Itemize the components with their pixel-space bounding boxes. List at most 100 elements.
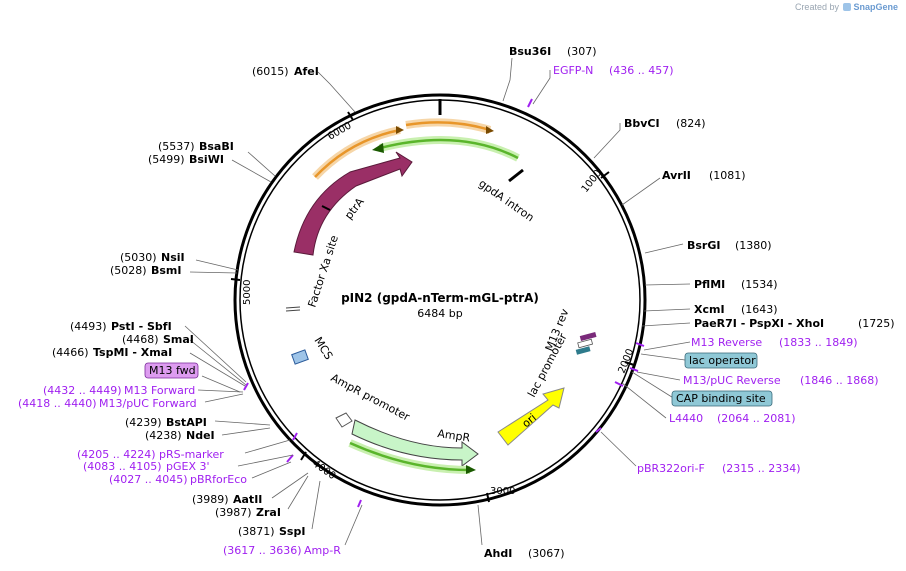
primer-mark-m13fwd bbox=[243, 382, 249, 391]
mcs-box bbox=[291, 349, 309, 365]
leader-xhoi bbox=[641, 322, 691, 327]
ptra-mark bbox=[321, 205, 331, 211]
site-xcmi-pos: (1643) bbox=[741, 303, 778, 316]
gpda-bar bbox=[508, 168, 524, 183]
primer-mark-pbr bbox=[595, 427, 602, 433]
primer-pbrforeco-range: (4027 .. 4045) bbox=[109, 473, 188, 486]
credit-prefix: Created by bbox=[794, 2, 839, 12]
site-bsu36i-pos: (307) bbox=[567, 45, 597, 58]
leader-bsabi bbox=[247, 151, 276, 177]
site-bsmi-name: BsmI bbox=[151, 264, 182, 277]
leader-afei bbox=[317, 71, 356, 113]
site-psti-name: PstI - SbfI bbox=[111, 320, 172, 333]
primer-ampr-name: Amp-R bbox=[304, 544, 341, 557]
site-bsmi-pos: (5028) bbox=[110, 264, 147, 277]
leader-bbvci bbox=[593, 123, 621, 159]
site-xhoi-name: PaeR7I - PspXI - XhoI bbox=[694, 317, 824, 330]
site-labels-left: (6015) AfeI (5537) BsaBI (5499) BsiWI (5… bbox=[52, 65, 319, 538]
leader-l4440 bbox=[621, 382, 667, 419]
leader-egfp bbox=[532, 70, 551, 105]
site-ahdi-name: AhdI bbox=[484, 547, 512, 560]
site-bsiwi-pos: (5499) bbox=[148, 153, 185, 166]
site-afei-name: AfeI bbox=[294, 65, 319, 78]
primer-mark-pgex bbox=[286, 454, 294, 463]
primer-mark-m13rev bbox=[635, 342, 645, 347]
leader-cap bbox=[631, 371, 676, 400]
site-bsrgi-pos: (1380) bbox=[735, 239, 772, 252]
primer-mark-m13puc bbox=[629, 367, 639, 372]
tick-1000-mark bbox=[600, 171, 610, 179]
leader-pflmi bbox=[644, 283, 691, 286]
leader-sspi bbox=[311, 480, 321, 530]
leader-lines-right bbox=[477, 57, 691, 546]
leader-prs bbox=[244, 439, 291, 454]
primer-m13rev-name: M13 Reverse bbox=[691, 336, 762, 349]
primer-m13rev-range: (1833 .. 1849) bbox=[779, 336, 858, 349]
primer-m13puc-fwd-range: (4418 .. 4440) bbox=[18, 397, 97, 410]
plasmid-size: 6484 bp bbox=[417, 307, 462, 320]
credit-brand: SnapGene bbox=[853, 2, 898, 12]
site-avrii-pos: (1081) bbox=[709, 169, 746, 182]
site-pflmi-pos: (1534) bbox=[741, 278, 778, 291]
leader-amp-r bbox=[344, 504, 363, 546]
leader-m13puc-forward bbox=[204, 393, 244, 403]
site-afei-pos: (6015) bbox=[252, 65, 289, 78]
leader-bstapi bbox=[214, 420, 271, 426]
site-nsii-pos: (5030) bbox=[120, 251, 157, 264]
orange-arrowhead-2 bbox=[486, 126, 494, 134]
tick-3000: 3000 bbox=[490, 486, 515, 497]
site-sspi-pos: (3871) bbox=[238, 525, 275, 538]
primer-mark-l4440 bbox=[614, 381, 624, 387]
primer-pbrforeco-name: pBRforEco bbox=[190, 473, 247, 486]
factor-xa-mark-1 bbox=[285, 306, 301, 309]
leader-bsu36i bbox=[502, 57, 513, 102]
m13-fwd-label: M13 fwd bbox=[149, 364, 196, 377]
tick-3000-mark bbox=[486, 492, 490, 503]
site-avrii-name: AvrII bbox=[662, 169, 691, 182]
cap-site-label: CAP binding site bbox=[676, 392, 766, 405]
leader-smai bbox=[189, 339, 247, 386]
primer-labels: EGFP-N (436 .. 457) M13 Reverse (1833 ..… bbox=[18, 64, 879, 557]
tick-6000-mark bbox=[347, 111, 354, 121]
leader-m13-reverse bbox=[643, 341, 691, 351]
site-sspi-name: SspI bbox=[279, 525, 305, 538]
site-aatii-name: AatII bbox=[233, 493, 262, 506]
tick-4000-mark bbox=[300, 451, 307, 461]
site-pflmi-name: PflMI bbox=[694, 278, 725, 291]
site-psti-pos: (4493) bbox=[70, 320, 107, 333]
site-ndei-name: NdeI bbox=[186, 429, 215, 442]
site-smai-name: SmaI bbox=[163, 333, 194, 346]
orange-feature-1 bbox=[314, 128, 401, 178]
primer-mark-ampr bbox=[357, 499, 362, 508]
leader-nsii bbox=[195, 259, 239, 271]
site-ahdi-pos: (3067) bbox=[528, 547, 565, 560]
ptra-label: ptrA bbox=[342, 195, 367, 222]
gpda-arrowhead bbox=[372, 143, 384, 153]
site-aatii-pos: (3989) bbox=[192, 493, 229, 506]
primer-pgex-range: (4083 .. 4105) bbox=[83, 460, 162, 473]
primer-marks bbox=[243, 98, 645, 508]
primer-prs-range: (4205 .. 4224) bbox=[77, 448, 156, 461]
primer-pbr322-range: (2315 .. 2334) bbox=[722, 462, 801, 475]
factor-xa-mark-2 bbox=[285, 309, 301, 312]
site-tspmi-pos: (4466) bbox=[52, 346, 89, 359]
ori-arrow bbox=[497, 387, 565, 446]
site-zrai-name: ZraI bbox=[256, 506, 281, 519]
m13-fwd-box bbox=[144, 362, 199, 379]
leader-pgex bbox=[237, 454, 294, 467]
leader-psti bbox=[184, 325, 247, 383]
site-xhoi-pos: (1725) bbox=[858, 317, 895, 330]
ampr-underline-arrowhead bbox=[466, 465, 476, 474]
orange-feature-2 bbox=[405, 121, 491, 132]
leader-xcmi bbox=[643, 308, 691, 312]
site-bbvci-name: BbvCI bbox=[624, 117, 660, 130]
cap-site-box bbox=[671, 390, 773, 407]
ampr-underline bbox=[349, 441, 471, 472]
site-bstapi-name: BstAPI bbox=[166, 416, 207, 429]
leader-bsrgi bbox=[644, 243, 684, 254]
primer-egfp-range: (436 .. 457) bbox=[609, 64, 674, 77]
primer-prs-name: pRS-marker bbox=[159, 448, 224, 461]
leader-avrii bbox=[621, 177, 661, 206]
m13-rev-label: M13 rev bbox=[543, 307, 572, 354]
